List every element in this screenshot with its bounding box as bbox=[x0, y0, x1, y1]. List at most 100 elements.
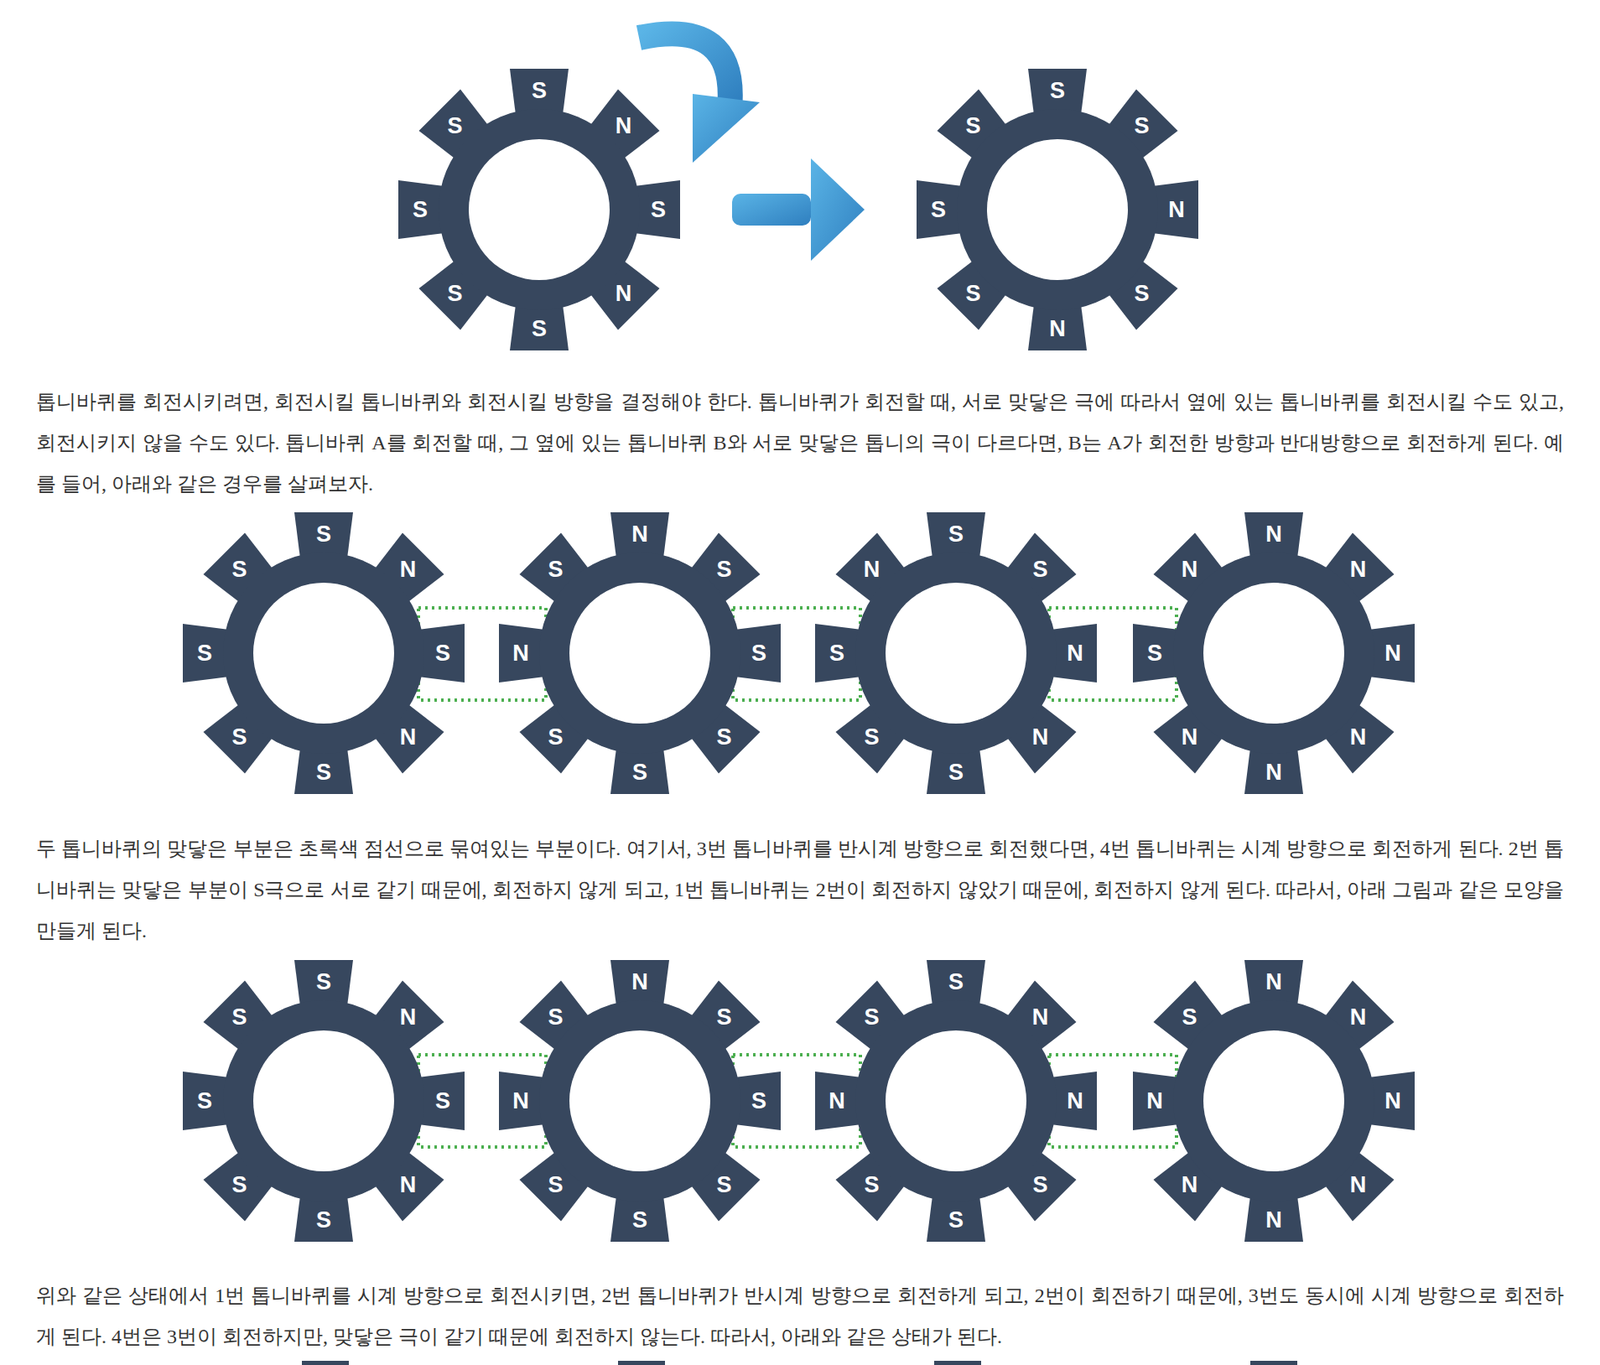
pole-letter: S bbox=[930, 198, 946, 222]
paragraph: 톱니바퀴를 회전시키려면, 회전시킬 톱니바퀴와 회전시킬 방향을 결정해야 한… bbox=[36, 381, 1564, 505]
pole-letter: S bbox=[1032, 557, 1048, 581]
pole-letter: N bbox=[1168, 198, 1185, 222]
contact-box bbox=[418, 607, 546, 701]
gear: NSSNSSSS bbox=[497, 958, 783, 1244]
pole-letter: S bbox=[716, 1174, 732, 1197]
pole-letter: N bbox=[1181, 1174, 1199, 1197]
gear-shape bbox=[813, 958, 1099, 1244]
gear-shape bbox=[396, 67, 682, 353]
gear-shape bbox=[1131, 510, 1417, 796]
pole-letter: S bbox=[632, 761, 648, 785]
pole-letter: S bbox=[716, 557, 732, 581]
arrow-connector bbox=[732, 158, 865, 261]
pole-letter: S bbox=[966, 282, 982, 306]
pole-letter: N bbox=[1032, 726, 1050, 749]
pole-letter: S bbox=[412, 198, 428, 222]
contact-box bbox=[1049, 607, 1177, 701]
pole-letter: S bbox=[531, 79, 547, 103]
pole-letter: S bbox=[864, 1005, 880, 1029]
pole-letter: N bbox=[828, 1090, 846, 1113]
pole-letter: N bbox=[1350, 557, 1367, 581]
gear-hole bbox=[987, 139, 1128, 281]
pole-letter: N bbox=[400, 726, 417, 749]
pole-letter: S bbox=[548, 557, 564, 581]
rotate-arrow-head bbox=[692, 93, 760, 163]
pole-letter: N bbox=[1350, 1174, 1367, 1197]
pole-letter: N bbox=[1350, 1005, 1367, 1029]
gear-hole bbox=[885, 1030, 1027, 1172]
pole-letter: N bbox=[512, 642, 530, 665]
pole-letter: S bbox=[232, 1174, 248, 1197]
gear-shape bbox=[813, 510, 1099, 796]
pole-letter: N bbox=[1066, 642, 1084, 665]
gear: SSNSSSNS bbox=[396, 67, 682, 353]
pole-letter: S bbox=[1049, 79, 1065, 103]
pole-letter: S bbox=[948, 1209, 964, 1232]
gear: SSNSSSNS bbox=[181, 958, 467, 1244]
paragraph: 위와 같은 상태에서 1번 톱니바퀴를 시계 방향으로 회전시키면, 2번 톱니… bbox=[36, 1275, 1564, 1358]
gear-body bbox=[438, 109, 640, 311]
gear: SNSSNSNS bbox=[813, 510, 1099, 796]
gear: SSSSNSSN bbox=[914, 67, 1200, 353]
pole-letter: N bbox=[1265, 971, 1283, 994]
pole-letter: N bbox=[1181, 726, 1199, 749]
pole-letter: S bbox=[966, 114, 982, 137]
gear-hole bbox=[1203, 1030, 1345, 1172]
pole-letter: N bbox=[400, 1005, 417, 1029]
pole-letter: S bbox=[1133, 282, 1149, 306]
pole-letter: S bbox=[1182, 1005, 1198, 1029]
gear-body bbox=[1173, 1000, 1375, 1202]
pole-letter: N bbox=[1146, 1090, 1164, 1113]
gear-body bbox=[539, 1000, 741, 1202]
paragraph: 두 톱니바퀴의 맞닿은 부분은 초록색 점선으로 묶여있는 부분이다. 여기서,… bbox=[36, 828, 1564, 952]
pole-letter: N bbox=[400, 557, 417, 581]
pole-letter: S bbox=[197, 1090, 213, 1113]
pole-letter: N bbox=[863, 557, 881, 581]
pole-letter: S bbox=[1147, 642, 1163, 665]
pole-letter: N bbox=[1265, 523, 1283, 546]
pole-letter: S bbox=[548, 1174, 564, 1197]
gear-shape bbox=[1131, 958, 1417, 1244]
pole-letter: S bbox=[716, 1005, 732, 1029]
pole-letter: S bbox=[1032, 1174, 1048, 1197]
contact-box bbox=[732, 1054, 861, 1148]
gear: NSNNNNNN bbox=[1131, 958, 1417, 1244]
gear-shape bbox=[181, 510, 467, 796]
pole-letter: N bbox=[1350, 726, 1367, 749]
gear-shape bbox=[497, 958, 783, 1244]
pole-letter: S bbox=[948, 761, 964, 785]
contact-box bbox=[1049, 1054, 1177, 1148]
pole-letter: S bbox=[316, 523, 332, 546]
gear: NNNSNNNN bbox=[1131, 510, 1417, 796]
gear-hole bbox=[885, 582, 1027, 724]
pole-letter: N bbox=[1265, 1209, 1283, 1232]
pole-letter: S bbox=[435, 642, 451, 665]
pole-letter: S bbox=[864, 1174, 880, 1197]
pole-letter: S bbox=[531, 317, 547, 341]
gear: SSNSSSNS bbox=[181, 510, 467, 796]
pole-letter: S bbox=[316, 971, 332, 994]
pole-letter: N bbox=[1384, 642, 1402, 665]
pole-letter: S bbox=[447, 114, 463, 137]
pole-letter: S bbox=[316, 1209, 332, 1232]
pole-letter: S bbox=[716, 726, 732, 749]
pole-letter: S bbox=[447, 282, 463, 306]
gear-hole bbox=[468, 139, 610, 281]
gear: NSSNSSSS bbox=[497, 510, 783, 796]
pole-letter: N bbox=[631, 523, 649, 546]
gear-body bbox=[855, 552, 1057, 754]
gear-body bbox=[223, 552, 425, 754]
pole-letter: N bbox=[400, 1174, 417, 1197]
pole-letter: S bbox=[829, 642, 845, 665]
pole-letter: N bbox=[615, 282, 633, 306]
gear-hole bbox=[253, 582, 395, 724]
gear: SSNNNSSS bbox=[813, 958, 1099, 1244]
pole-letter: N bbox=[1181, 557, 1199, 581]
gear-body bbox=[223, 1000, 425, 1202]
pole-letter: N bbox=[615, 114, 633, 137]
gear-body bbox=[855, 1000, 1057, 1202]
pole-letter: N bbox=[1049, 317, 1066, 341]
gear-tooth-cut bbox=[934, 1361, 982, 1365]
pole-letter: S bbox=[435, 1090, 451, 1113]
pole-letter: S bbox=[751, 1090, 767, 1113]
